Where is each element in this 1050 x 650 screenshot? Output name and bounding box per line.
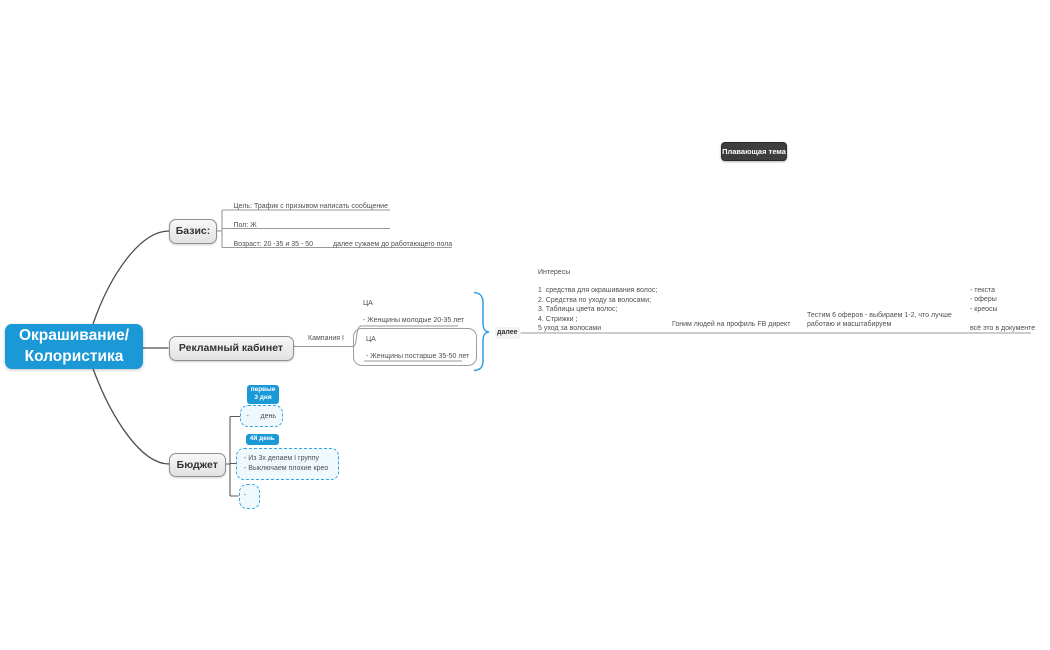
topic-age-note[interactable]: далее сужаем до работающего пола: [333, 240, 453, 248]
topic-materials[interactable]: - текста - оферы - креосы всё это в доку…: [970, 286, 1036, 332]
connector-basis-children: [216, 210, 223, 248]
root-topic[interactable]: Окрашивание/ Колористика: [5, 323, 143, 369]
topic-gender[interactable]: Пол: Ж: [233, 221, 257, 229]
floating-topic[interactable]: Плавающая тема: [721, 141, 787, 161]
topic-goal[interactable]: Цель: Трафик с призывом написать сообщен…: [233, 203, 389, 210]
audience2-border[interactable]: [353, 327, 477, 366]
topic-budget[interactable]: Бюджет: [168, 452, 226, 477]
topic-funnel[interactable]: Гоним людей на профиль FB директ: [672, 321, 791, 328]
tag-day4[interactable]: 4й день: [246, 434, 279, 445]
topic-interests[interactable]: Интересы 1 средства для окрашивания воло…: [538, 268, 658, 332]
connector-root-basis: [92, 230, 170, 325]
topic-day-item[interactable]: - день: [246, 413, 277, 420]
topic-campaign[interactable]: Кампания I: [308, 334, 344, 342]
topic-next[interactable]: далее: [494, 326, 520, 339]
boundary-first-days[interactable]: [240, 404, 283, 427]
topic-basis[interactable]: Базис:: [169, 218, 217, 244]
topic-audience2[interactable]: ЦА - Женщины постарше 35-50 лет: [366, 335, 470, 360]
topic-reserve-item[interactable]: -: [244, 492, 247, 499]
connector-budget-children: [226, 415, 240, 497]
topic-audience1[interactable]: ЦА - Женщины молодые 20-35 лет: [363, 300, 465, 324]
boundary-reserve[interactable]: [238, 483, 260, 509]
connector-root-budget: [92, 368, 170, 465]
tag-first-days[interactable]: первые 3 дня: [247, 385, 279, 404]
summary-brace: [473, 291, 490, 372]
boundary-day4[interactable]: [236, 447, 339, 480]
topic-cabinet[interactable]: Рекламный кабинет: [168, 335, 294, 361]
topic-age[interactable]: Возраст: 20 -35 и 35 - 50: [233, 240, 314, 248]
topic-day4-item[interactable]: - Из 3х делаем I группу - Выключаем плох…: [244, 454, 329, 472]
topic-testing[interactable]: Тестим 6 оферов - выбираем 1-2, что лучш…: [807, 311, 952, 328]
